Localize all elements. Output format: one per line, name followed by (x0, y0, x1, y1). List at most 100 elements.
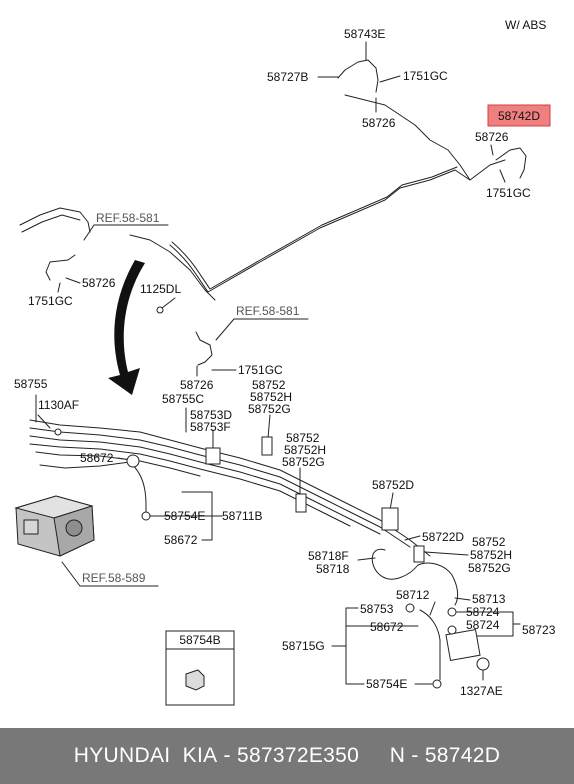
footer-n-value: 58742D (424, 744, 501, 767)
bracket-58724 (456, 611, 521, 637)
label-58727B[interactable]: 58727B (267, 70, 308, 84)
clip-58754B-icon (185, 669, 205, 691)
label-58726-b[interactable]: 58726 (475, 130, 509, 144)
label-58752D[interactable]: 58752D (372, 478, 414, 492)
label-58752H-c[interactable]: 58752H (470, 548, 512, 562)
label-58754E-a[interactable]: 58754E (164, 509, 205, 523)
bolt-1130AF (54, 428, 62, 436)
leader-58726-b (490, 144, 494, 156)
label-58724-a[interactable]: 58724 (466, 605, 500, 619)
label-58752H-a[interactable]: 58752H (250, 390, 292, 404)
label-58718[interactable]: 58718 (316, 562, 350, 576)
upper-harness-3 (129, 234, 216, 301)
label-58672-b[interactable]: 58672 (164, 533, 198, 547)
label-58718F[interactable]: 58718F (308, 549, 349, 563)
inset-box-58754B (165, 630, 235, 706)
label-58711B[interactable]: 58711B (222, 509, 262, 523)
footer-n-label: N (389, 744, 406, 767)
bracket-58715G (331, 607, 419, 685)
abs-modulator-unit (14, 495, 95, 557)
label-58752-a[interactable]: 58752 (252, 378, 286, 392)
highlight-box-58742D[interactable] (487, 104, 551, 127)
leader-58722D (404, 535, 421, 541)
clip-58752-b (295, 493, 307, 513)
label-58753F[interactable]: 58753F (190, 420, 231, 434)
hose-58726-mid (195, 331, 213, 366)
leader-58752D (389, 492, 394, 511)
fitting-58754E-b (432, 679, 442, 689)
label-58672-c[interactable]: 58672 (370, 620, 404, 634)
label-58712[interactable]: 58712 (396, 588, 430, 602)
label-58726-d[interactable]: 58726 (180, 378, 214, 392)
upper-harness-2 (21, 214, 81, 233)
label-58753[interactable]: 58753 (360, 602, 394, 616)
label-58755[interactable]: 58755 (14, 377, 48, 391)
label-58753D[interactable]: 58753D (190, 408, 232, 422)
brake-line-diagram: 58742D W/ ABS 58743E 58727B 1751GC 58726… (14, 18, 556, 706)
label-58742D[interactable]: 58742D (498, 109, 540, 123)
label-58672-a[interactable]: 58672 (80, 451, 114, 465)
label-58724-b[interactable]: 58724 (466, 618, 500, 632)
leader-58752-a (267, 414, 271, 439)
direction-arrow (108, 260, 145, 395)
label-58752-b[interactable]: 58752 (286, 431, 320, 445)
label-58754B[interactable]: 58754B (179, 633, 220, 647)
leader-ref-a (83, 224, 169, 241)
label-58722D[interactable]: 58722D (422, 530, 464, 544)
branch-58754E (129, 461, 147, 516)
label-58743E[interactable]: 58743E (344, 27, 385, 41)
leader-58713 (454, 597, 471, 601)
line-58718-loop (371, 548, 459, 606)
hose-58726-left (45, 254, 76, 281)
label-1327AE[interactable]: 1327AE (460, 684, 503, 698)
bundle-left-3 (29, 435, 381, 535)
label-58754E-b[interactable]: 58754E (366, 677, 407, 691)
footer-brand: HYUNDAI KIA (73, 744, 218, 767)
label-58752H-b[interactable]: 58752H (284, 443, 326, 457)
label-58726-a[interactable]: 58726 (362, 116, 396, 130)
bracket-58723 (445, 629, 481, 661)
clip-58753 (405, 603, 415, 613)
label-ref-58589[interactable]: REF.58-589 (82, 571, 146, 585)
label-ref-58581-a[interactable]: REF.58-581 (96, 211, 160, 225)
label-58723[interactable]: 58723 (522, 623, 556, 637)
bolt-1125DL (156, 306, 164, 314)
leader-ref-b (215, 318, 309, 341)
connector-block-58753D (205, 447, 221, 465)
bundle-left-6 (39, 461, 131, 469)
label-58726-c[interactable]: 58726 (82, 276, 116, 290)
label-1751GC-b[interactable]: 1751GC (486, 186, 531, 200)
label-58715G[interactable]: 58715G (282, 639, 325, 653)
rear-line-top (344, 94, 471, 181)
label-58752-c[interactable]: 58752 (472, 535, 506, 549)
leader-ref-589 (61, 561, 159, 587)
label-1751GC-d[interactable]: 1751GC (238, 363, 283, 377)
part-number-footer: HYUNDAI KIA - 587372E350 N - 58742D (0, 728, 574, 784)
footer-separator-1: - (217, 744, 237, 767)
label-1751GC-c[interactable]: 1751GC (28, 294, 73, 308)
label-1751GC-a[interactable]: 1751GC (403, 69, 448, 83)
label-58752G-a[interactable]: 58752G (248, 402, 291, 416)
label-ref-58581-b[interactable]: REF.58-581 (236, 304, 300, 318)
upper-harness-1 (19, 207, 91, 233)
fitting-58754E-a (141, 511, 151, 521)
leader-58712 (429, 601, 436, 616)
leader-58726-c (65, 277, 81, 284)
label-58713[interactable]: 58713 (472, 592, 506, 606)
fitting-58672 (126, 454, 140, 468)
hose-58726-top (337, 59, 379, 93)
label-58752G-b[interactable]: 58752G (282, 455, 325, 469)
leader-1751GC-b (499, 169, 506, 183)
main-brake-line (169, 159, 506, 293)
footer-part-number: 587372E350 (236, 744, 360, 767)
header-note: W/ ABS (505, 18, 546, 32)
fitting-58724-a (447, 607, 457, 617)
label-58755C[interactable]: 58755C (162, 392, 204, 406)
line-58715G (419, 609, 441, 681)
label-1130AF[interactable]: 1130AF (38, 398, 79, 412)
leader-1130AF (37, 414, 51, 429)
fitting-58724-b (447, 625, 457, 635)
label-58752G-c[interactable]: 58752G (468, 561, 511, 575)
bracket-58752D (381, 507, 399, 531)
label-1125DL[interactable]: 1125DL (140, 282, 181, 296)
